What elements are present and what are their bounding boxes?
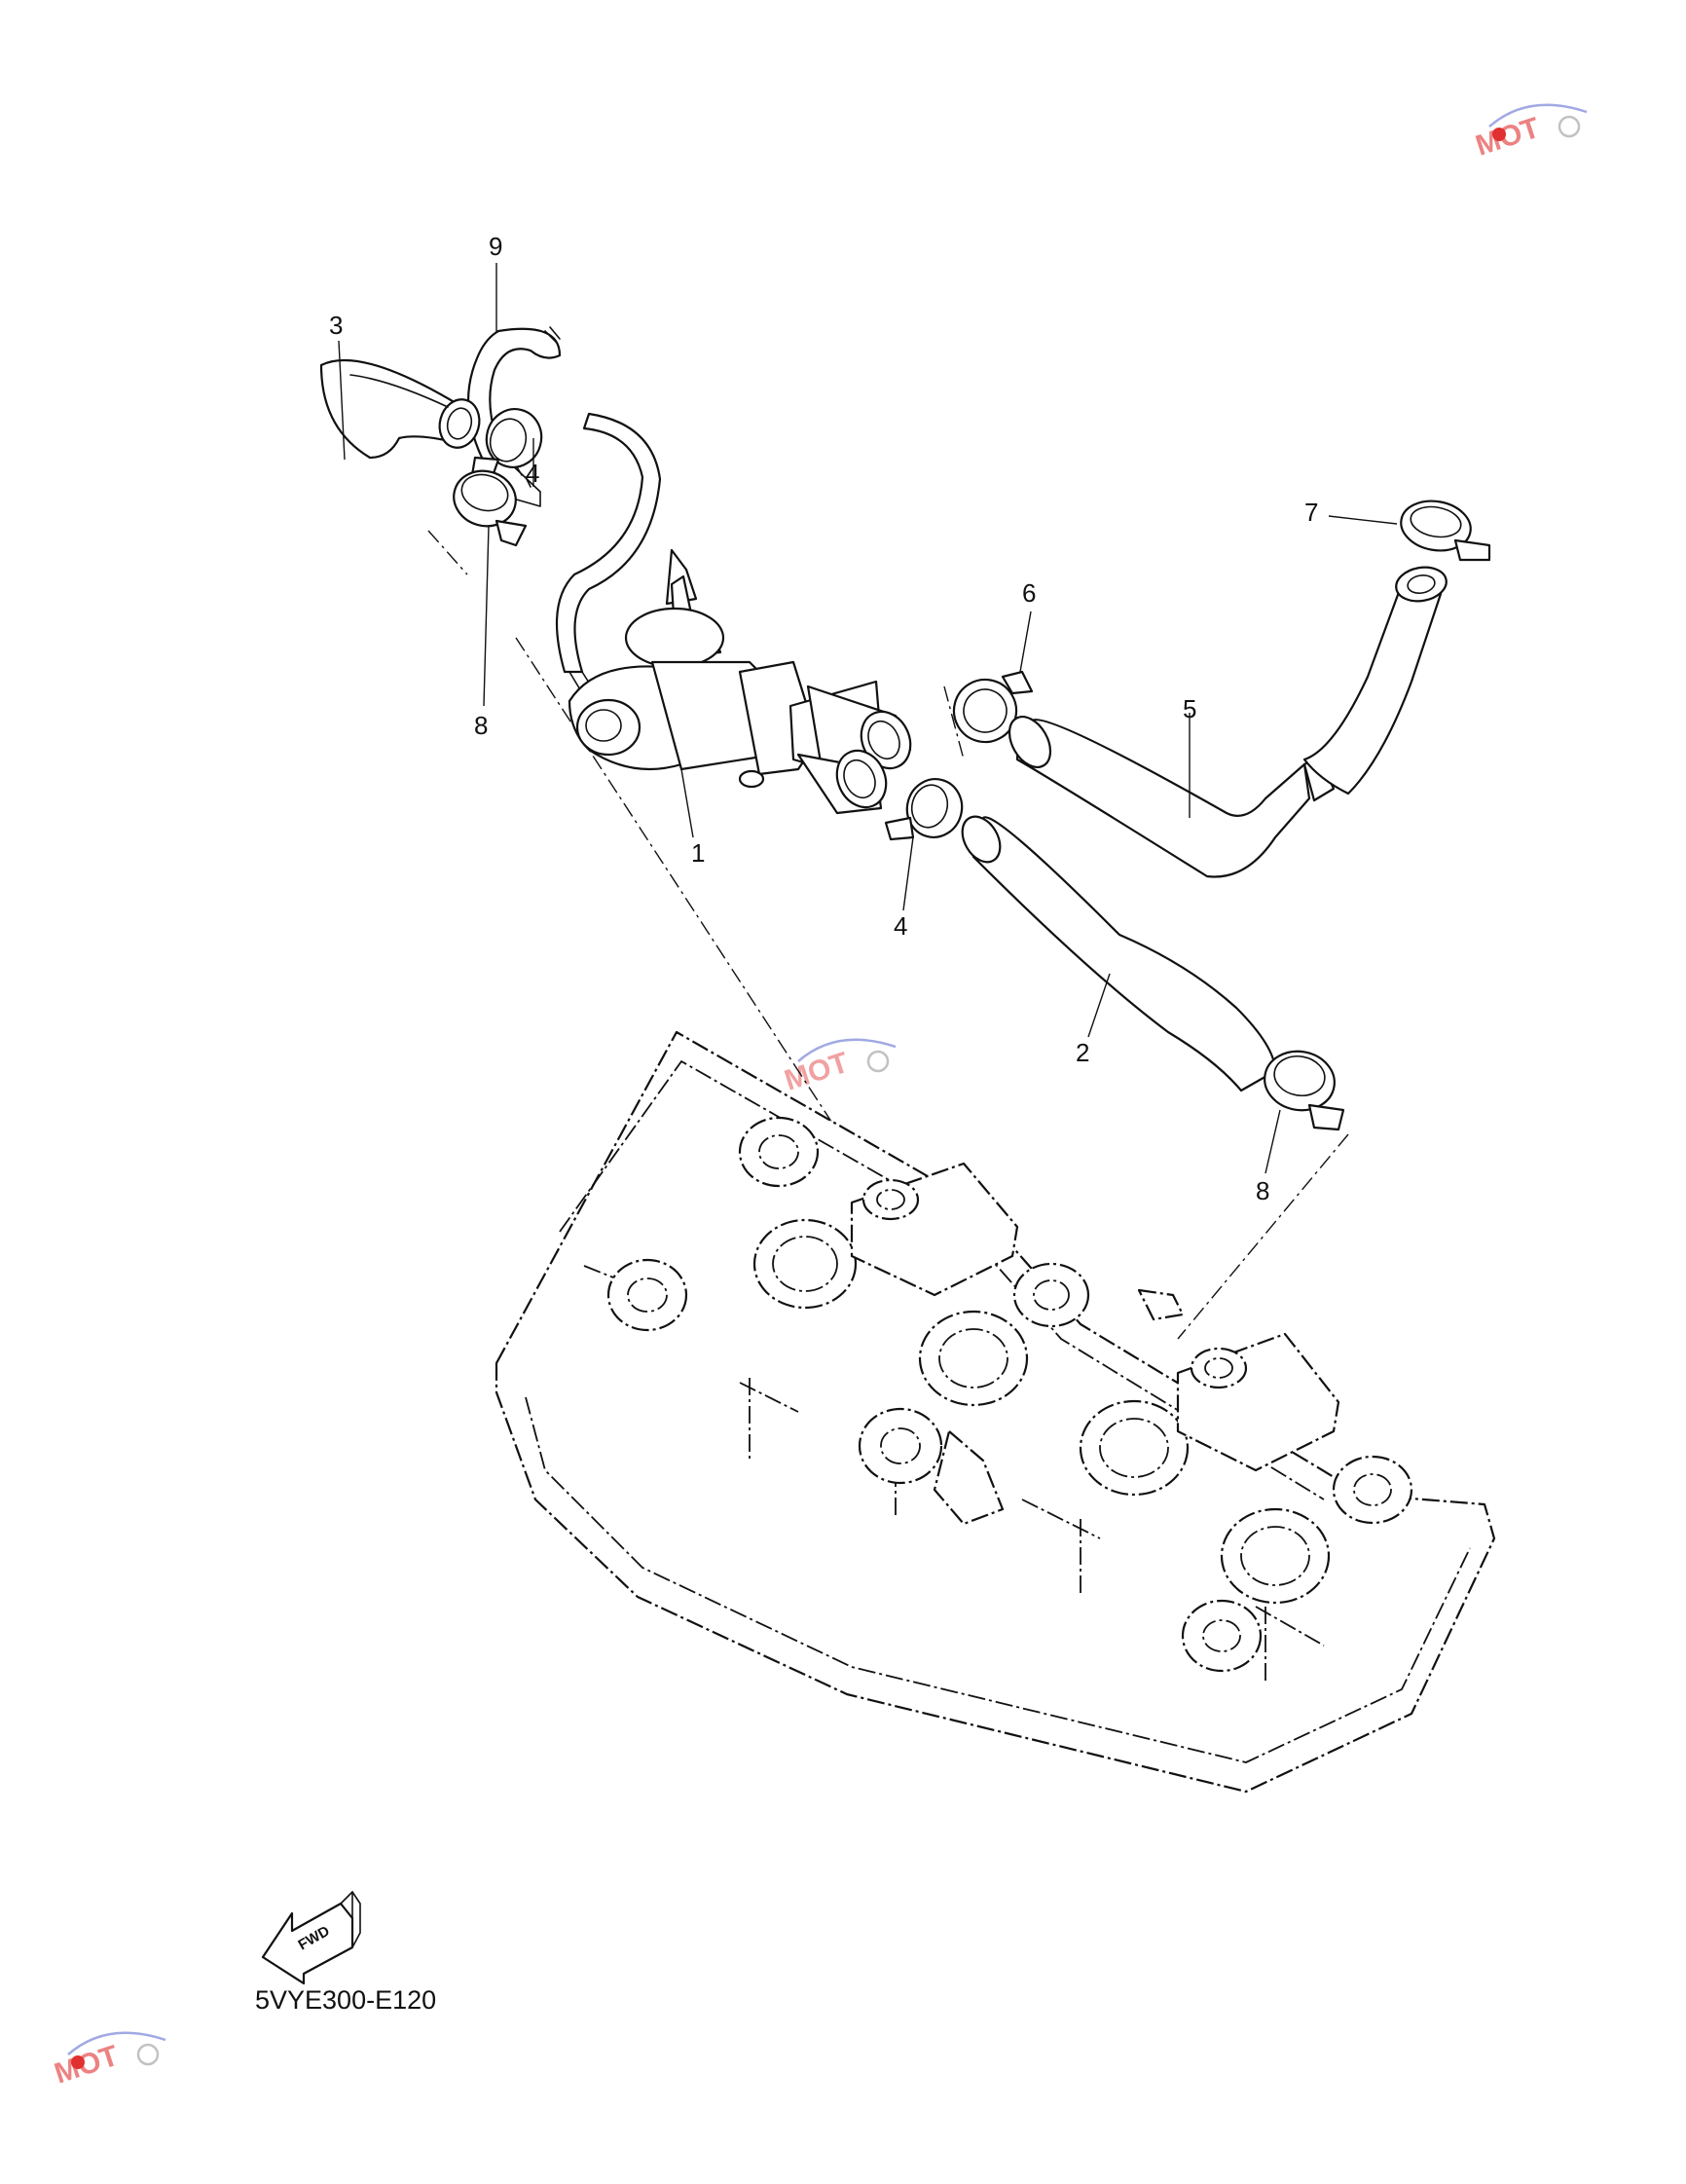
air-cutoff-valve-part-1 [568, 548, 912, 815]
hose-clamp-part-6 [952, 670, 1034, 744]
callout-7: 7 [1304, 498, 1318, 527]
svg-text:MOT: MOT [781, 1047, 853, 1097]
hose-clamp-part-8-lower [1264, 1050, 1345, 1131]
elbow-hose-part-3 [319, 358, 481, 460]
callout-5: 5 [1183, 694, 1196, 723]
callout-labels: 9 3 4 8 1 4 6 5 7 2 8 [329, 232, 1318, 1205]
hose-clamp-part-4-lower [884, 778, 964, 841]
callout-leaders [338, 263, 1398, 1174]
callout-9: 9 [489, 232, 502, 261]
long-hose-part-2 [961, 815, 1277, 1092]
assembly-guide-lines [427, 530, 1349, 1340]
cover-air-ports [850, 1162, 1340, 1472]
hose-clamp-part-7 [1400, 500, 1491, 562]
callout-3: 3 [329, 311, 343, 340]
long-hose-part-5 [1008, 566, 1448, 878]
callout-6: 6 [1022, 578, 1036, 608]
cover-bolt-holes [606, 1116, 1413, 1673]
hose-clamp-part-8-upper [453, 469, 528, 547]
callout-8: 8 [474, 711, 488, 740]
watermark-logo-icon: MOT [1472, 103, 1588, 163]
svg-text:MOT: MOT [51, 2040, 123, 2091]
callout-8: 8 [1256, 1176, 1269, 1205]
watermark-logo-icon: MOT [51, 2031, 166, 2091]
fwd-arrow-icon: FWD [261, 1891, 361, 1985]
callout-2: 2 [1076, 1038, 1089, 1067]
svg-text:MOT: MOT [1472, 112, 1544, 163]
callout-4: 4 [894, 911, 907, 941]
watermark-logo-icon: MOT [781, 1038, 897, 1097]
callout-1: 1 [691, 838, 705, 868]
callout-4: 4 [526, 459, 539, 488]
cylinder-head-cover [495, 1030, 1496, 1794]
diagram-code: 5VYE300-E120 [255, 1985, 436, 2015]
